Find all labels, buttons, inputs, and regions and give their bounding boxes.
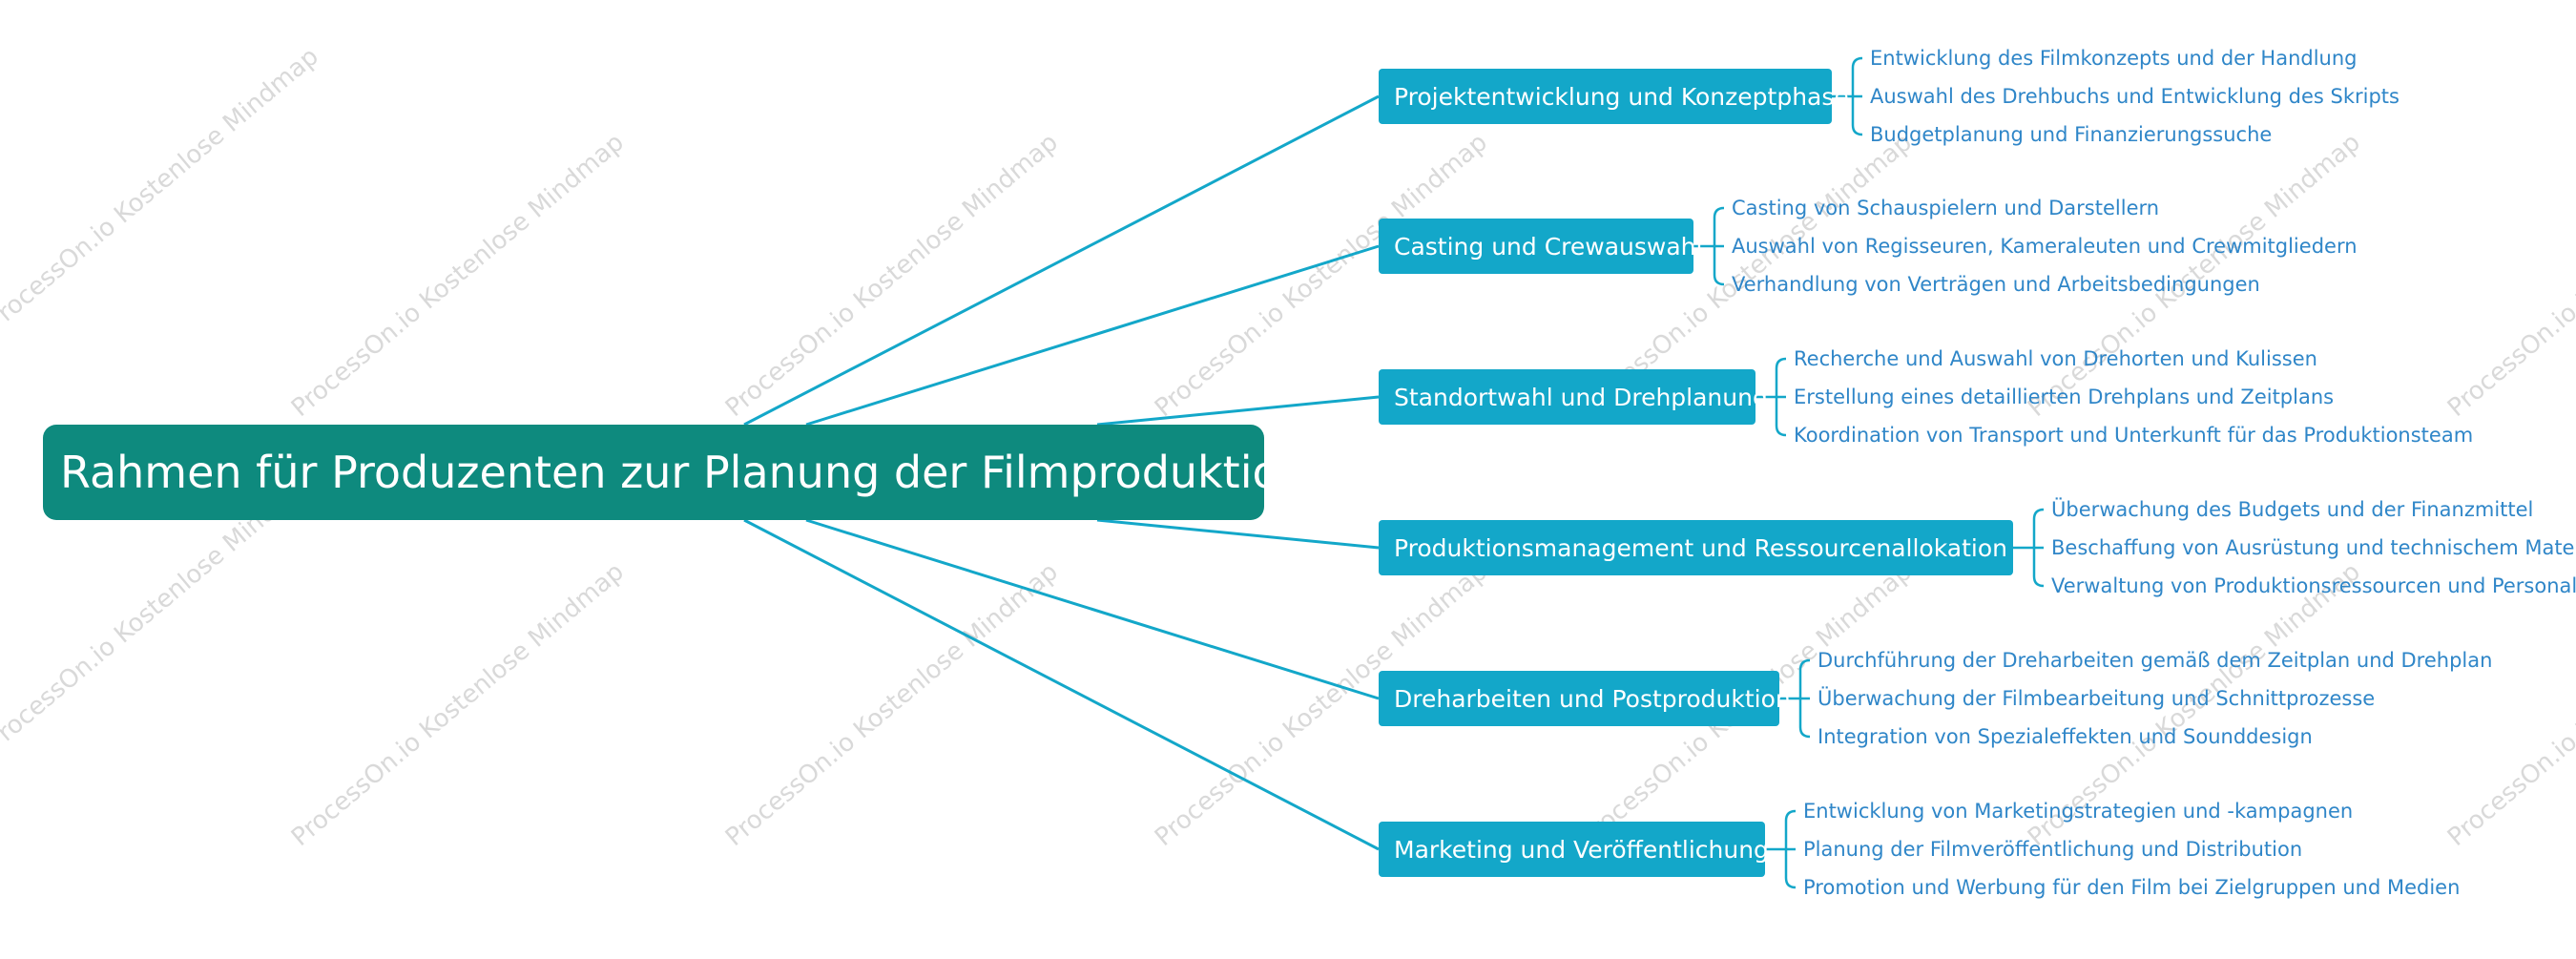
connector-root-branch-5 — [805, 518, 1380, 700]
connector-root-branch-3 — [1096, 395, 1380, 427]
subtopic-5-3[interactable]: Integration von Spezialeffekten und Soun… — [1818, 725, 2313, 748]
subtopic-5-2[interactable]: Überwachung der Filmbearbeitung und Schn… — [1818, 687, 2376, 710]
subtopic-6-1[interactable]: Entwicklung von Marketingstrategien und … — [1803, 800, 2354, 823]
branch-topic-2[interactable]: Casting und Crewauswahl — [1379, 219, 1702, 274]
subtopic-2-3[interactable]: Verhandlung von Verträgen und Arbeitsbed… — [1732, 273, 2260, 296]
branch-topic-label: Marketing und Veröffentlichung — [1394, 835, 1769, 864]
branch-topic-label: Produktionsmanagement und Ressourcenallo… — [1394, 533, 2007, 562]
branch-topic-6[interactable]: Marketing und Veröffentlichung — [1379, 822, 1769, 877]
subtopic-3-2[interactable]: Erstellung eines detaillierten Drehplans… — [1794, 386, 2335, 408]
subtopic-2-2[interactable]: Auswahl von Regisseuren, Kameraleuten un… — [1732, 235, 2358, 258]
branch-topic-label: Casting und Crewauswahl — [1394, 232, 1703, 261]
subtopic-6-2[interactable]: Planung der Filmveröffentlichung und Dis… — [1803, 838, 2303, 861]
subtopic-3-3[interactable]: Koordination von Transport und Unterkunf… — [1794, 424, 2474, 447]
subtopic-2-1[interactable]: Casting von Schauspielern und Darsteller… — [1732, 197, 2160, 219]
subtopic-1-1[interactable]: Entwicklung des Filmkonzepts und der Han… — [1870, 47, 2358, 70]
branch-topic-3[interactable]: Standortwahl und Drehplanung — [1379, 369, 1768, 425]
branch-topic-5[interactable]: Dreharbeiten und Postproduktion — [1379, 671, 1791, 726]
connector-root-branch-4 — [1096, 518, 1380, 550]
root-topic-label: Rahmen für Produzenten zur Planung der F… — [60, 447, 1307, 498]
branch-topic-1[interactable]: Projektentwicklung und Konzeptphase — [1379, 69, 1849, 124]
connector-root-branch-1 — [743, 94, 1380, 427]
subtopic-1-2[interactable]: Auswahl des Drehbuchs und Entwicklung de… — [1870, 85, 2399, 108]
subtopic-4-3[interactable]: Verwaltung von Produktionsressourcen und… — [2051, 574, 2576, 597]
branch-topic-label: Dreharbeiten und Postproduktion — [1394, 684, 1791, 713]
subtopic-5-1[interactable]: Durchführung der Dreharbeiten gemäß dem … — [1818, 649, 2493, 672]
subtopic-6-3[interactable]: Promotion und Werbung für den Film bei Z… — [1803, 876, 2461, 899]
subtopic-3-1[interactable]: Recherche und Auswahl von Drehorten und … — [1794, 347, 2317, 370]
connector-root-branch-2 — [805, 244, 1380, 427]
branch-topic-4[interactable]: Produktionsmanagement und Ressourcenallo… — [1379, 520, 2013, 575]
root-topic[interactable]: Rahmen für Produzenten zur Planung der F… — [43, 425, 1307, 520]
branch-topic-label: Projektentwicklung und Konzeptphase — [1394, 82, 1849, 111]
branch-topic-label: Standortwahl und Drehplanung — [1394, 383, 1768, 411]
subtopic-1-3[interactable]: Budgetplanung und Finanzierungssuche — [1870, 123, 2273, 146]
subtopic-4-2[interactable]: Beschaffung von Ausrüstung und technisch… — [2051, 536, 2576, 559]
connector-root-branch-6 — [743, 518, 1380, 851]
subtopic-4-1[interactable]: Überwachung des Budgets und der Finanzmi… — [2051, 498, 2534, 521]
